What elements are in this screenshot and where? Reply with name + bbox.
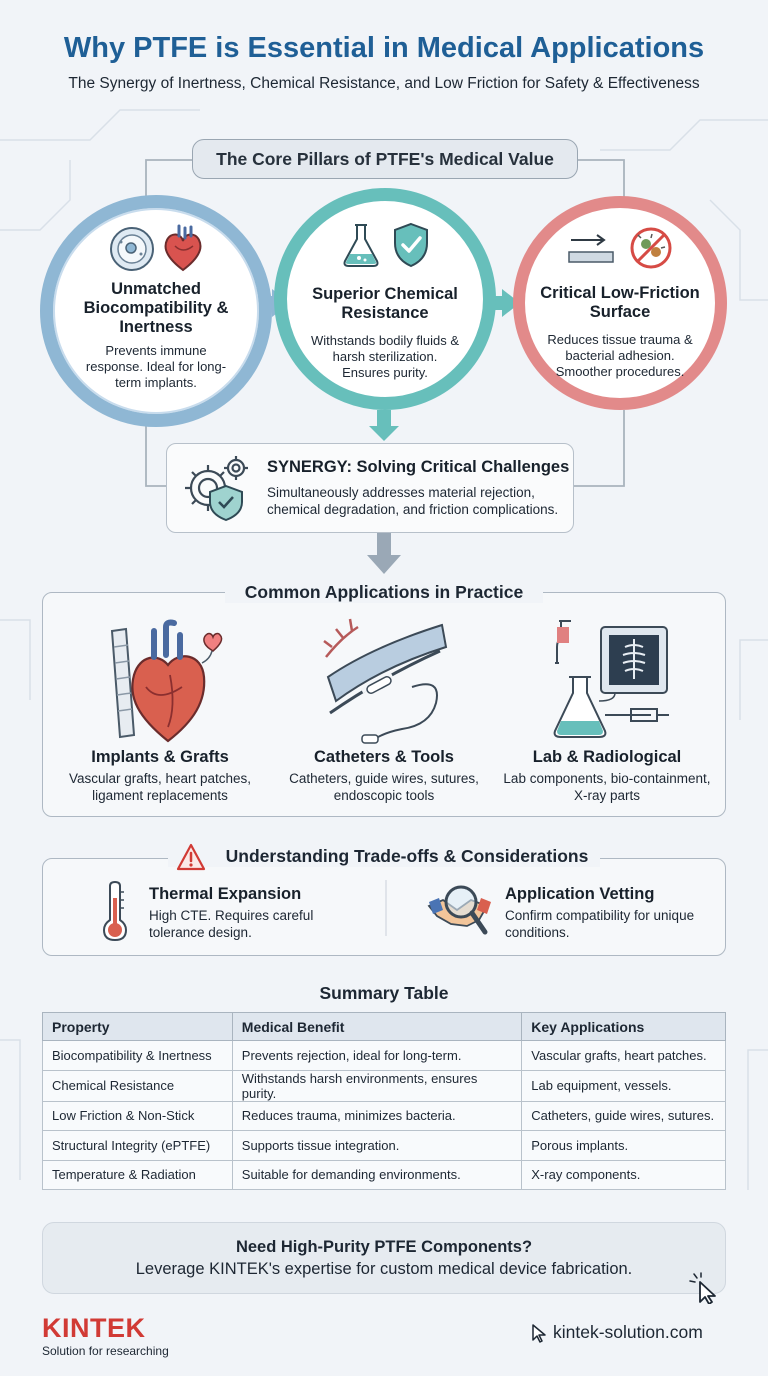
table-cell: X-ray components. <box>521 1159 726 1190</box>
warning-icon <box>176 843 206 871</box>
table-header-row: Property Medical Benefit Key Application… <box>42 1012 726 1041</box>
table-header: Key Applications <box>521 1012 726 1041</box>
pillar-title: Superior Chemical Resistance <box>312 285 458 322</box>
cta-desc[interactable]: Leverage KINTEK's expertise for custom m… <box>135 1260 633 1278</box>
summary-table-title: Summary Table <box>319 983 449 1003</box>
application-desc: Catheters, guide wires, sutures, endosco… <box>289 771 479 803</box>
table-cell: Supports tissue integration. <box>231 1130 523 1161</box>
footer-url-link[interactable]: kintek-solution.com <box>553 1322 703 1342</box>
table-cell: Prevents rejection, ideal for long-term. <box>231 1040 523 1071</box>
cta-banner[interactable] <box>42 1222 726 1294</box>
tradeoff-desc: High CTE. Requires careful tolerance des… <box>149 908 314 940</box>
table-cell: Low Friction & Non-Stick <box>42 1100 233 1131</box>
synergy-title: SYNERGY: Solving Critical Challenges <box>267 458 570 476</box>
table-row: Low Friction & Non-Stick Reduces trauma,… <box>42 1100 726 1131</box>
table-header: Medical Benefit <box>231 1012 523 1041</box>
page-subtitle: The Synergy of Inertness, Chemical Resis… <box>68 75 700 92</box>
application-title: Implants & Grafts <box>91 748 229 766</box>
application-desc: Lab components, bio-containment, X-ray p… <box>503 771 711 803</box>
table-row: Structural Integrity (ePTFE) Supports ti… <box>42 1130 726 1161</box>
pillar-chemical-resistance: Superior Chemical Resistance Withstands … <box>274 188 496 410</box>
pointer-icon <box>532 1324 546 1343</box>
handshake-magnifier-icon <box>427 885 491 935</box>
pillars-heading: The Core Pillars of PTFE's Medical Value <box>192 139 578 179</box>
table-cell: Catheters, guide wires, sutures. <box>521 1100 726 1131</box>
pillar-biocompatibility: Unmatched Biocompatibility & Inertness P… <box>40 195 272 427</box>
table-cell: Biocompatibility & Inertness <box>42 1040 233 1071</box>
tradeoff-desc: Confirm compatibility for unique conditi… <box>505 908 695 940</box>
table-cell: Porous implants. <box>521 1130 726 1161</box>
pillar-title: Critical Low-Friction Surface <box>540 284 700 321</box>
table-row: Temperature & Radiation Suitable for dem… <box>42 1159 726 1190</box>
shield-check-icon <box>394 222 428 268</box>
table-cell: Temperature & Radiation <box>42 1159 233 1190</box>
synergy-desc: Simultaneously addresses material reject… <box>267 485 559 517</box>
table-row: Biocompatibility & Inertness Prevents re… <box>42 1040 726 1071</box>
tradeoffs-panel <box>42 858 726 956</box>
table-cell: Lab equipment, vessels. <box>521 1069 726 1102</box>
table-cell: Structural Integrity (ePTFE) <box>42 1130 233 1161</box>
table-cell: Chemical Resistance <box>42 1069 233 1102</box>
no-bacteria-icon <box>630 227 672 269</box>
tradeoff-title: Application Vetting <box>505 885 655 903</box>
gears-shield-icon <box>185 456 248 522</box>
cta-title[interactable]: Need High-Purity PTFE Components? <box>235 1238 533 1256</box>
heart-graft-icon <box>110 619 223 743</box>
pillar-low-friction: Critical Low-Friction Surface Reduces ti… <box>513 196 727 410</box>
heart-icon <box>164 224 202 272</box>
brand-logo: KINTEK <box>42 1313 146 1343</box>
applications-heading: Common Applications in Practice <box>225 582 543 603</box>
application-title: Catheters & Tools <box>314 748 454 766</box>
tradeoffs-heading: Understanding Trade-offs & Consideration… <box>168 846 600 867</box>
lab-xray-icon <box>553 620 669 738</box>
catheter-icon <box>323 618 448 744</box>
table-cell: Withstands harsh environments, ensures p… <box>231 1069 523 1102</box>
pillar-title: Unmatched Biocompatibility & Inertness <box>83 280 229 336</box>
table-row: Chemical Resistance Withstands harsh env… <box>42 1069 726 1102</box>
summary-table: Property Medical Benefit Key Application… <box>42 1012 726 1190</box>
thermometer-icon <box>102 880 128 942</box>
page-title: Why PTFE is Essential in Medical Applica… <box>63 32 705 64</box>
table-cell: Suitable for demanding environments. <box>231 1159 523 1190</box>
application-title: Lab & Radiological <box>532 748 682 766</box>
cursor-click-icon <box>689 1272 716 1304</box>
application-desc: Vascular grafts, heart patches, ligament… <box>68 771 252 803</box>
cell-icon <box>110 227 154 271</box>
table-cell: Reduces trauma, minimizes bacteria. <box>231 1100 523 1131</box>
table-header: Property <box>42 1012 233 1041</box>
pillar-desc: Prevents immune response. Ideal for long… <box>85 343 227 390</box>
pillar-desc: Withstands bodily fluids & harsh sterili… <box>310 333 460 380</box>
table-cell: Vascular grafts, heart patches. <box>521 1040 726 1071</box>
brand-tagline: Solution for researching <box>42 1344 169 1358</box>
tradeoff-title: Thermal Expansion <box>149 885 302 903</box>
slide-arrow-icon <box>568 234 614 263</box>
flask-icon <box>343 224 379 267</box>
pillar-desc: Reduces tissue trauma & bacterial adhesi… <box>547 332 693 379</box>
